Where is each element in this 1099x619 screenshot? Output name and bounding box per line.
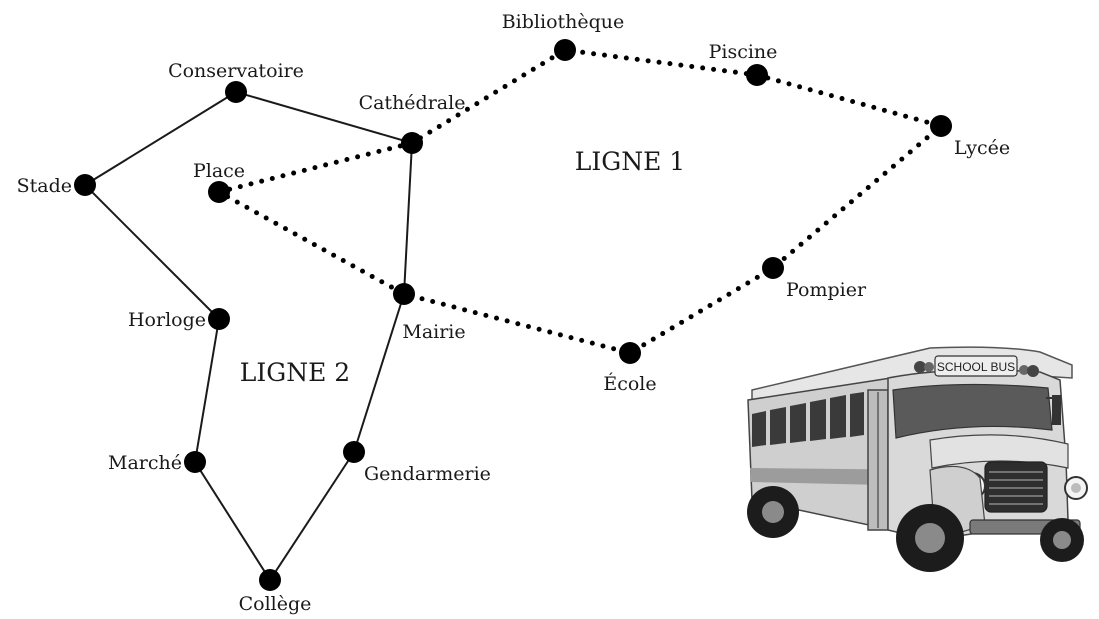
node-cathedrale xyxy=(401,132,423,154)
ligne-1-path xyxy=(216,47,947,356)
ligne-2-path xyxy=(83,90,413,582)
label-marche: Marché xyxy=(108,452,182,474)
stop-nodes xyxy=(74,39,952,591)
node-horloge xyxy=(208,308,230,330)
node-bibliotheque xyxy=(554,39,576,61)
label-cathedrale: Cathédrale xyxy=(359,92,466,114)
label-gendarmerie: Gendarmerie xyxy=(364,463,491,485)
ligne-1-label: LIGNE 1 xyxy=(575,147,685,176)
bus-sign-text: SCHOOL BUS xyxy=(937,360,1015,374)
node-pompier xyxy=(762,257,784,279)
label-college: Collège xyxy=(239,593,312,615)
label-stade: Stade xyxy=(17,175,72,197)
node-stade xyxy=(74,174,96,196)
node-marche xyxy=(184,451,206,473)
school-bus-illustration: SCHOOL BUS xyxy=(747,346,1088,572)
stop-labels: Bibliothèque Piscine Lycée Pompier École… xyxy=(17,11,1011,615)
node-lycee xyxy=(930,115,952,137)
label-bibliotheque: Bibliothèque xyxy=(502,11,625,33)
ligne-1-route xyxy=(216,47,947,356)
node-mairie xyxy=(393,283,415,305)
label-place: Place xyxy=(193,160,245,182)
label-pompier: Pompier xyxy=(786,279,867,301)
label-piscine: Piscine xyxy=(709,41,778,63)
node-ecole xyxy=(619,342,641,364)
label-horloge: Horloge xyxy=(128,309,206,331)
node-college xyxy=(259,569,281,591)
label-conservatoire: Conservatoire xyxy=(168,60,304,82)
label-lycee: Lycée xyxy=(954,137,1010,159)
node-gendarmerie xyxy=(343,441,365,463)
node-conservatoire xyxy=(225,81,247,103)
node-place xyxy=(208,181,230,203)
label-mairie: Mairie xyxy=(402,321,465,343)
label-ecole: École xyxy=(603,372,656,395)
ligne-2-label: LIGNE 2 xyxy=(240,358,350,387)
node-piscine xyxy=(746,64,768,86)
ligne-2-route xyxy=(83,90,413,582)
